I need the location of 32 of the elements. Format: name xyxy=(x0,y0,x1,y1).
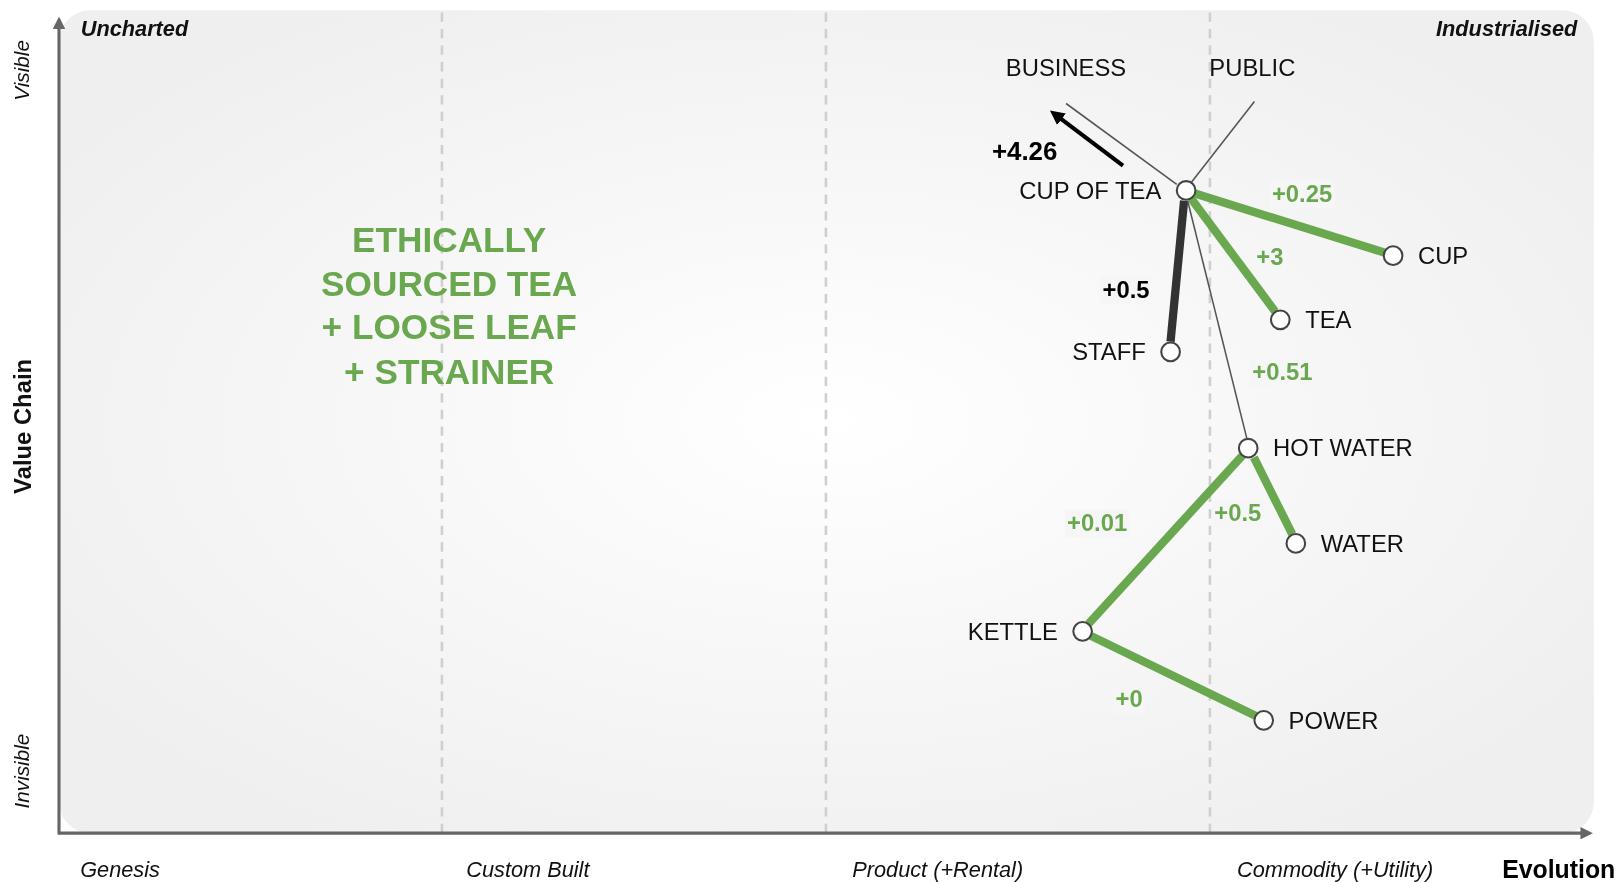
component-label: CUP xyxy=(1417,241,1469,270)
component-label: HOT WATER xyxy=(1273,434,1413,463)
direction-label: +4.26 xyxy=(991,136,1058,167)
component-label: BUSINESS xyxy=(1005,54,1127,83)
connector-line xyxy=(1166,200,1189,342)
stage-label: Industrialised xyxy=(1436,16,1578,42)
edge-label: +0.01 xyxy=(1064,509,1130,538)
stage-label: Uncharted xyxy=(80,16,189,42)
axis-title: Evolution xyxy=(1502,854,1616,882)
connector-line xyxy=(1190,100,1256,184)
axis-label: Genesis xyxy=(80,857,160,882)
component-label: STAFF xyxy=(1072,337,1146,366)
component-label: POWER xyxy=(1288,706,1379,735)
component-label: WATER xyxy=(1320,529,1404,558)
axis-label: Commodity (+Utility) xyxy=(1237,857,1434,882)
annotation-text: ETHICALLY SOURCED TEA + LOOSE LEAF + STRAINER xyxy=(320,218,579,393)
axis-label: Visible xyxy=(10,40,35,101)
axis-label: Invisible xyxy=(10,733,35,809)
component-label: TEA xyxy=(1305,305,1352,334)
connector-line xyxy=(1250,455,1296,536)
connector-line xyxy=(1065,102,1178,186)
connector-line xyxy=(1193,189,1386,257)
connector-line xyxy=(1089,632,1258,720)
axis-title: Value Chain xyxy=(8,358,37,494)
connector-line xyxy=(1186,199,1248,439)
axis-label: Product (+Rental) xyxy=(852,857,1024,882)
component-label: CUP OF TEA xyxy=(1019,176,1162,205)
connector-line xyxy=(1187,196,1279,314)
component-label: PUBLIC xyxy=(1209,54,1296,83)
component-label: KETTLE xyxy=(967,617,1058,646)
connector-line xyxy=(1085,453,1246,627)
axis-label: Custom Built xyxy=(466,857,590,882)
